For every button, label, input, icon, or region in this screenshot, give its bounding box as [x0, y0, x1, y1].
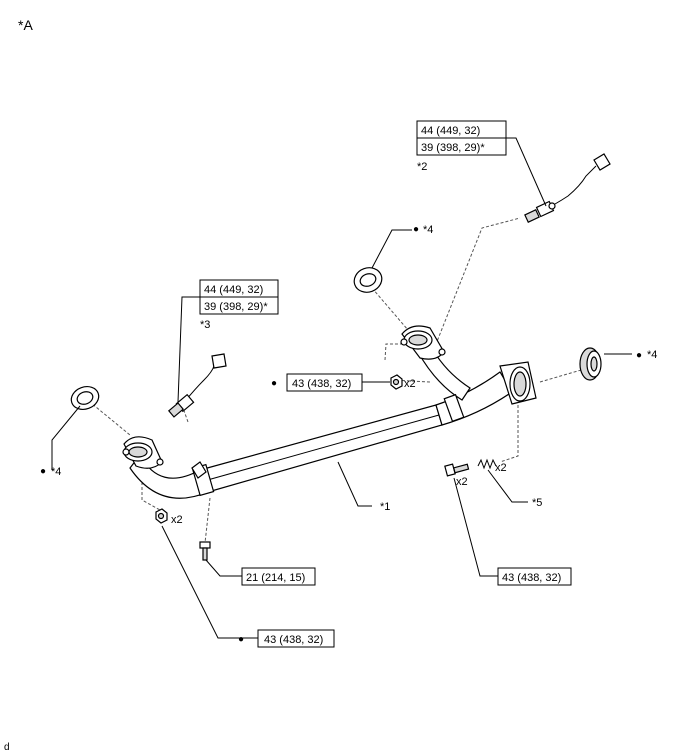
- bullet-left-gasket: ●: [40, 466, 46, 477]
- qty-right-bolt: x2: [456, 476, 468, 488]
- bullet-top-gasket: ●: [413, 224, 419, 235]
- bullet-right-gasket: ●: [636, 350, 642, 361]
- spec-sensor2-line2: 39 (398, 29)*: [421, 142, 485, 154]
- spec-sensor3-line2: 39 (398, 29)*: [204, 301, 268, 313]
- spec-bolt-left: 21 (214, 15): [246, 572, 305, 584]
- spec-box-sensor3: 44 (449, 32) 39 (398, 29)*: [199, 279, 279, 315]
- gasket-right: [579, 347, 602, 381]
- bolt-left: [199, 541, 211, 561]
- right-flange: [499, 361, 537, 405]
- spec-box-nut-lower: 43 (438, 32): [257, 629, 335, 648]
- callout-part4-top: *4: [423, 224, 433, 236]
- figure-label: *A: [18, 17, 33, 33]
- oxygen-sensor-left: [167, 353, 227, 418]
- bullet-upper-nut: ●: [271, 378, 277, 389]
- spec-box-bolt-right: 43 (438, 32): [497, 567, 572, 586]
- upper-flange: [400, 325, 446, 360]
- gasket-left: [70, 386, 100, 410]
- qty-left-nut: x2: [171, 514, 183, 526]
- spec-nut-lower: 43 (438, 32): [264, 634, 323, 646]
- spec-sensor3-line1: 44 (449, 32): [204, 284, 263, 296]
- spec-box-bolt-left: 21 (214, 15): [241, 567, 316, 586]
- qty-spring: x2: [495, 462, 507, 474]
- spec-sensor2-line1: 44 (449, 32): [421, 125, 480, 137]
- spec-box-nut-upper: 43 (438, 32): [286, 373, 363, 392]
- callout-part4-right: *4: [647, 349, 657, 361]
- spring: [477, 458, 497, 470]
- exhaust-pipe: [122, 325, 537, 499]
- spec-box-sensor2: 44 (449, 32) 39 (398, 29)*: [416, 120, 507, 156]
- leader-lines: [51, 137, 632, 639]
- oxygen-sensor-upper: [524, 153, 611, 223]
- bolt-right: [444, 463, 470, 477]
- callout-part1: *1: [380, 501, 390, 513]
- left-flange: [122, 436, 164, 469]
- bullet-lower-nut: ●: [238, 634, 244, 645]
- callout-part4-left: *4: [51, 466, 61, 478]
- callout-part3: *3: [200, 319, 210, 331]
- nut-upper: [390, 374, 403, 390]
- corner-mark: d: [4, 742, 10, 753]
- callout-part5: *5: [532, 497, 542, 509]
- spec-nut-upper: 43 (438, 32): [292, 378, 351, 390]
- spec-bolt-right: 43 (438, 32): [502, 572, 561, 584]
- nut-left: [155, 508, 168, 524]
- qty-upper-nut: x2: [404, 378, 416, 390]
- gasket-top: [353, 267, 383, 293]
- callout-part2: *2: [417, 161, 427, 173]
